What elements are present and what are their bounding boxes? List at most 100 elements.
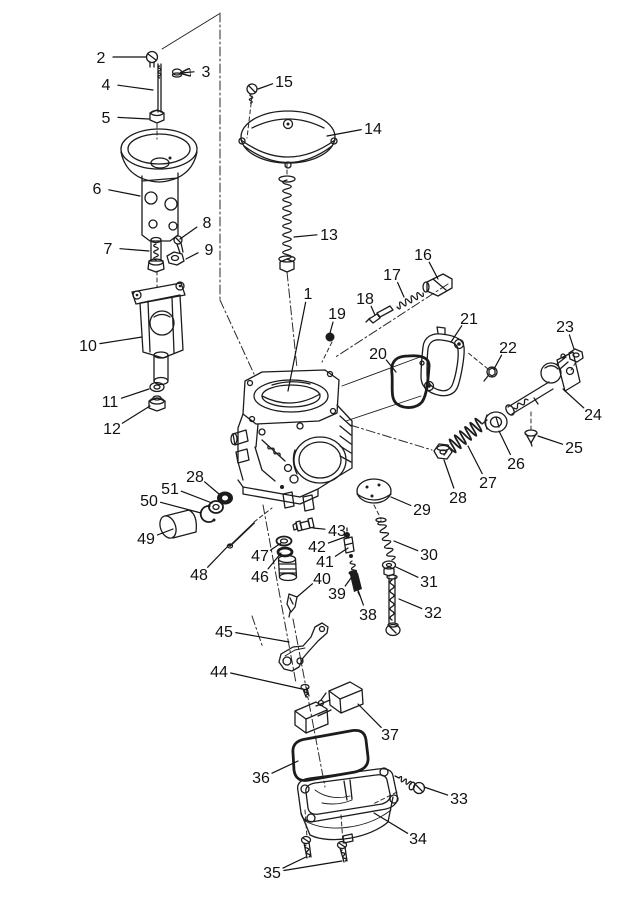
part-36-bowl-gasket [291, 729, 370, 782]
callout-number-3: 3 [202, 64, 211, 81]
callout-leader-9 [185, 252, 199, 260]
callout-number-25: 25 [565, 440, 583, 457]
part-44-screw [300, 683, 310, 698]
callout-number-23: 23 [556, 319, 574, 336]
callout-leader-27 [467, 445, 483, 475]
part-29-diaphragm-disc [356, 478, 392, 504]
part-26-cap [484, 411, 508, 433]
part-4-rod [157, 63, 162, 113]
callout-number-10: 10 [79, 338, 97, 355]
part-50-c-clip [199, 504, 216, 523]
callout-leader-51 [180, 490, 213, 504]
callout-leader-5 [117, 116, 150, 120]
part-12-nut [148, 395, 166, 412]
callout-leader-6 [108, 189, 141, 197]
part-17-spring [396, 292, 424, 310]
callout-number-5: 5 [102, 110, 111, 127]
callout-leader-19 [329, 321, 334, 334]
callout-leader-45 [235, 631, 290, 643]
callout-leader-38 [357, 589, 364, 606]
part-20-gasket [390, 354, 431, 409]
callout-number-1: 1 [304, 286, 313, 303]
callout-leader-3 [181, 72, 195, 73]
callout-leader-7 [119, 248, 150, 252]
part-21-cover-plate [419, 326, 465, 397]
callout-leader-22 [493, 354, 503, 370]
callout-leader-18 [370, 305, 376, 316]
part-1-carburetor-body [230, 369, 353, 512]
callout-leader-8 [179, 226, 198, 240]
callout-number-4: 4 [102, 77, 111, 94]
part-13-spring [278, 175, 296, 263]
part-28-seal-left [217, 491, 233, 505]
small-nut-under-spring [279, 258, 295, 273]
part-48-needle [226, 522, 255, 549]
callout-leader-20 [385, 359, 397, 373]
callout-leader-16 [428, 261, 439, 280]
callout-leader-42 [327, 536, 346, 544]
callout-number-7: 7 [104, 241, 113, 258]
callout-number-11: 11 [102, 394, 119, 411]
callout-number-46: 46 [251, 569, 269, 586]
part-5-nut [149, 109, 165, 124]
part-23-nut [568, 348, 584, 363]
callout-leader-11 [120, 388, 150, 399]
callout-leader-4 [117, 84, 154, 91]
callout-leader-21 [450, 325, 463, 343]
part-41-jet [343, 536, 355, 558]
part-7-bolt [147, 236, 165, 273]
callout-leader-13 [293, 234, 318, 238]
callout-number-48: 48 [190, 567, 208, 584]
part-42-pin [344, 527, 350, 538]
callout-number-34: 34 [409, 831, 427, 848]
callout-leader-46 [267, 552, 282, 570]
callout-leader-37 [357, 703, 382, 729]
part-24-choke-shaft [505, 351, 581, 416]
callout-leader-17 [397, 281, 405, 298]
callout-leader-44 [230, 672, 303, 690]
part-25-screw [524, 429, 538, 447]
part-28-nut-right [433, 443, 453, 460]
callout-leader-26 [498, 430, 511, 456]
callout-leader-50 [160, 501, 202, 514]
callout-number-49: 49 [137, 531, 155, 548]
callout-number-13: 13 [320, 227, 338, 244]
callout-number-44: 44 [210, 664, 228, 681]
callout-leader-1 [287, 301, 307, 392]
callout-number-50: 50 [140, 493, 158, 510]
callout-number-8: 8 [203, 215, 212, 232]
callout-number-19: 19 [328, 306, 346, 323]
callout-number-17: 17 [383, 267, 401, 284]
callout-number-45: 45 [215, 624, 233, 641]
part-6-diaphragm-cup [120, 128, 198, 242]
callout-leader-35 [283, 860, 343, 872]
callout-leader-28 [443, 459, 455, 489]
part-9-nut [166, 251, 185, 266]
part-30-spring [375, 517, 396, 561]
callout-leader-30 [393, 540, 419, 552]
callout-number-39: 39 [328, 586, 346, 603]
part-18-needle [365, 305, 394, 324]
callout-number-15: 15 [275, 74, 293, 91]
callout-leader-47 [269, 542, 282, 551]
callout-number-40: 40 [313, 571, 331, 588]
callout-number-42: 42 [308, 539, 326, 556]
callout-leader-31 [395, 566, 419, 578]
callout-number-36: 36 [252, 770, 270, 787]
callout-number-43: 43 [328, 523, 346, 540]
callout-number-18: 18 [356, 291, 374, 308]
callout-leader-10 [99, 336, 143, 345]
callout-leader-33 [423, 786, 449, 796]
callout-leader-48 [207, 543, 231, 568]
callout-number-38: 38 [359, 607, 377, 624]
callout-number-29: 29 [413, 502, 431, 519]
callout-number-51: 51 [161, 481, 179, 498]
callout-leader-24 [562, 388, 585, 409]
callout-number-31: 31 [420, 574, 438, 591]
callout-number-27: 27 [479, 475, 497, 492]
callout-leader-43 [312, 527, 326, 530]
callout-number-47: 47 [251, 548, 269, 565]
callout-leader-49 [156, 528, 174, 536]
callout-leader-41 [334, 547, 349, 557]
